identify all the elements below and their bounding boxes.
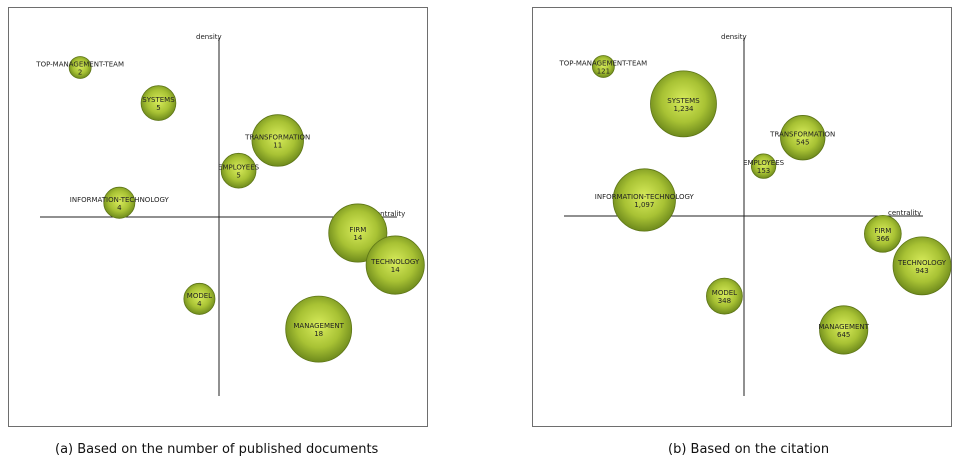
bubble-circle [365, 235, 425, 295]
bubble-circle [285, 295, 353, 363]
bubble-value: 153 [757, 167, 770, 175]
bubble-circle [819, 305, 869, 355]
bubble-circle [140, 85, 177, 121]
bubble-label: TECHNOLOGY [897, 259, 947, 267]
bubble-value: 1,234 [673, 105, 694, 113]
bubble-value: 4 [117, 204, 122, 212]
bubble-circle [103, 186, 136, 219]
y-axis-label: density [196, 33, 222, 41]
bubble-group-a: TOP-MANAGEMENT-TEAM2SYSTEMS5TRANSFORMATI… [35, 56, 425, 363]
bubble-label: MODEL [187, 292, 212, 300]
bubble-label: MANAGEMENT [293, 322, 344, 330]
bubble-label: TRANSFORMATION [769, 131, 835, 139]
bubble-value: 121 [597, 67, 610, 75]
caption-b: (b) Based on the citation [668, 442, 830, 457]
bubble-value: 14 [353, 234, 362, 242]
x-axis-label: centrality [888, 209, 921, 217]
bubble-value: 348 [718, 297, 731, 305]
bubble-circle [706, 277, 743, 315]
bubble-value: 5 [156, 104, 160, 112]
bubble-value: 14 [391, 266, 400, 274]
bubble-value: 1,097 [634, 201, 654, 209]
bubble-value: 2 [78, 68, 82, 76]
bubble-label: SYSTEMS [142, 96, 175, 104]
bubble-circle [251, 114, 304, 167]
bubble-label: TRANSFORMATION [244, 133, 310, 141]
bubble-circle [220, 152, 257, 189]
bubble-chart-b: density centrality TOP-MANAGEMENT-TEAM12… [559, 33, 952, 396]
bubble-circle [650, 70, 717, 138]
bubble-label: SYSTEMS [667, 97, 700, 105]
bubble-value: 545 [796, 139, 809, 147]
bubble-label: TECHNOLOGY [370, 258, 420, 266]
bubble-circle [612, 168, 676, 232]
x-axis-label: centrality [372, 210, 405, 218]
bubble-label: TOP-MANAGEMENT-TEAM [559, 59, 648, 67]
bubble-label: EMPLOYEES [218, 164, 260, 172]
bubble-label: MODEL [712, 289, 737, 297]
bubble-circle [750, 153, 777, 179]
bubble-label: MANAGEMENT [818, 323, 869, 331]
bubble-circle [183, 282, 216, 315]
bubble-circle [892, 236, 952, 296]
bubble-value: 18 [314, 330, 323, 338]
bubble-value: 5 [236, 172, 240, 180]
bubble-circle [864, 214, 902, 253]
bubble-circle [591, 55, 615, 78]
bubble-value: 366 [876, 235, 890, 243]
caption-a: (a) Based on the number of published doc… [55, 442, 379, 457]
bubble-group-b: TOP-MANAGEMENT-TEAM121SYSTEMS1,234TRANSF… [559, 55, 952, 355]
bubble-value: 645 [837, 331, 850, 339]
bubble-label: INFORMATION-TECHNOLOGY [70, 196, 170, 204]
bubble-value: 11 [273, 141, 282, 149]
bubble-label: EMPLOYEES [743, 159, 785, 167]
bubble-chart-a: density centrality TOP-MANAGEMENT-TEAM2S… [35, 33, 425, 396]
bubble-value: 943 [915, 267, 928, 275]
bubble-label: FIRM [349, 226, 366, 234]
bubble-circle [68, 56, 92, 79]
bubble-label: FIRM [874, 227, 891, 235]
bubble-circle [780, 115, 826, 161]
bubble-label: TOP-MANAGEMENT-TEAM [35, 60, 124, 68]
bubble-value: 4 [197, 300, 202, 308]
y-axis-label: density [721, 33, 747, 41]
bubble-label: INFORMATION-TECHNOLOGY [595, 193, 695, 201]
